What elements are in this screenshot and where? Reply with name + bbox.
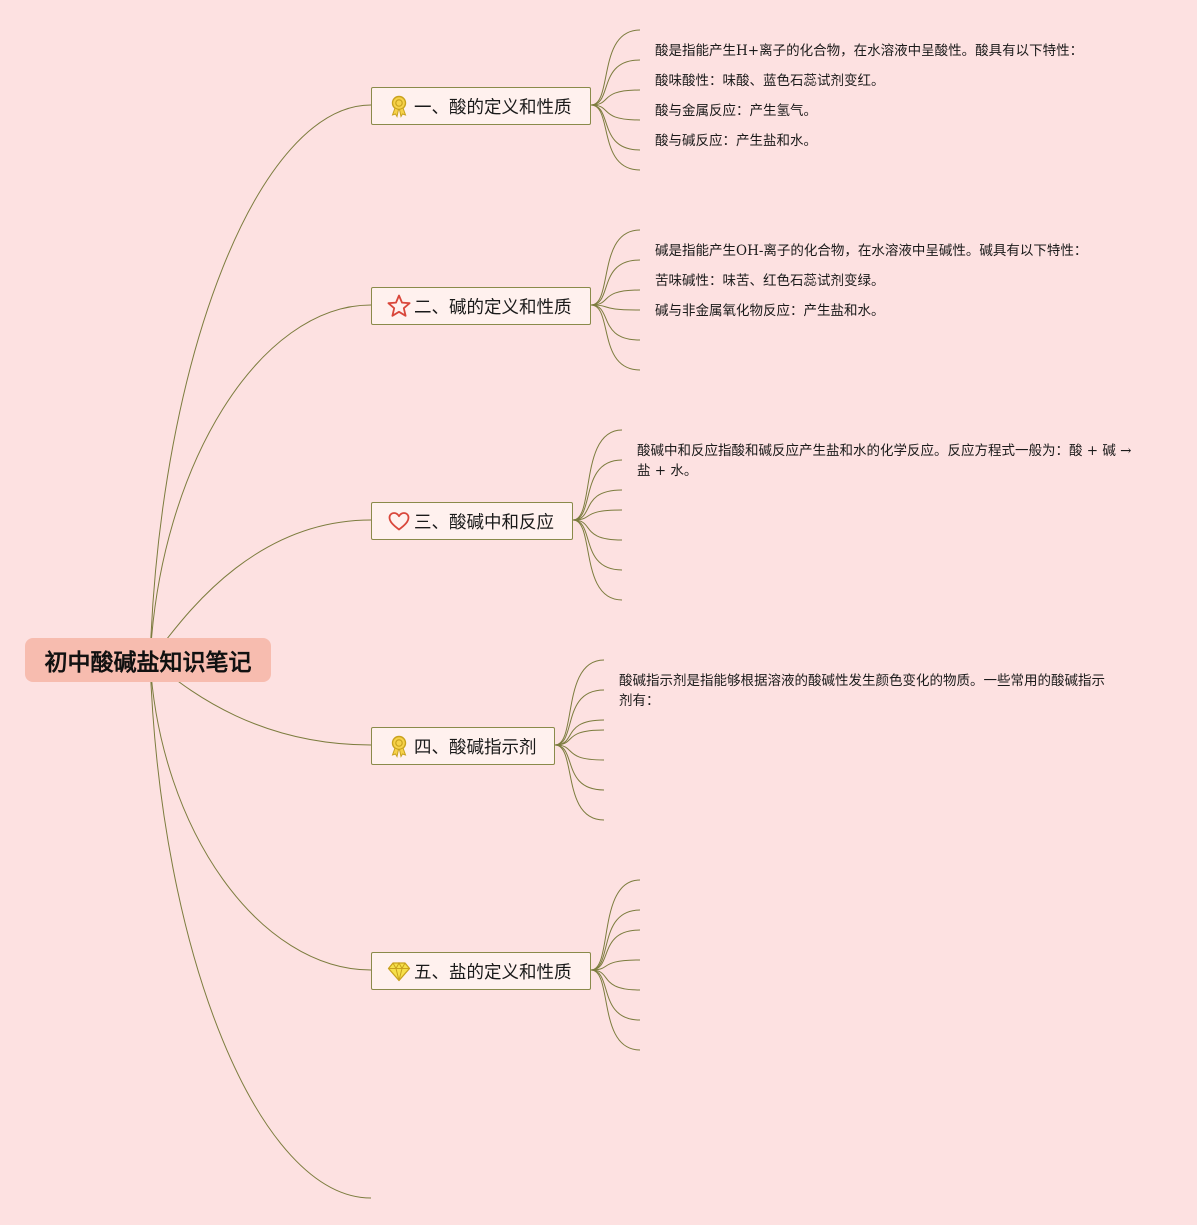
leaf-connector-2-5 (590, 304, 641, 341)
leaf-connector-5-7 (590, 969, 641, 1051)
leaf-connector-2-3 (590, 289, 641, 306)
leaf-connector-4-6 (554, 744, 605, 791)
note-acid-base: 酸与碱反应：产生盐和水。 (655, 133, 817, 149)
root-connector-1 (149, 104, 372, 661)
topic-acid-definition[interactable]: 一、酸的定义和性质 (371, 87, 591, 125)
root-topic[interactable]: 初中酸碱盐知识笔记 (25, 638, 271, 682)
leaf-connector-1-2 (590, 59, 641, 106)
ribbon-medal-icon (386, 733, 412, 759)
topic-indicators[interactable]: 四、酸碱指示剂 (371, 727, 555, 765)
star-icon (386, 293, 412, 319)
leaf-connector-2-4 (590, 304, 641, 311)
ribbon-medal-icon (386, 93, 412, 119)
topic-label: 一、酸的定义和性质 (414, 97, 572, 118)
leaf-connector-5-4 (590, 959, 641, 971)
root-connector-5 (149, 659, 372, 971)
note-neutralization: 酸碱中和反应指酸和碱反应产生盐和水的化学反应。反应方程式一般为：酸 + 碱 → … (637, 443, 1132, 479)
leaf-connector-3-6 (572, 519, 623, 571)
heart-icon (386, 508, 412, 534)
leaf-connector-2-6 (590, 304, 641, 371)
root-connector-6 (149, 659, 372, 1199)
note-base-oxide: 碱与非金属氧化物反应：产生盐和水。 (655, 303, 885, 319)
note-acid-taste: 酸味酸性：味酸、蓝色石蕊试剂变红。 (655, 73, 885, 89)
root-title: 初中酸碱盐知识笔记 (44, 650, 252, 676)
leaf-connector-2-1 (590, 229, 641, 306)
leaf-connector-5-1 (590, 879, 641, 971)
note-indicators: 酸碱指示剂是指能够根据溶液的酸碱性发生颜色变化的物质。一些常用的酸碱指示剂有： (619, 673, 1105, 709)
leaf-connector-5-2 (590, 909, 641, 971)
topic-label: 三、酸碱中和反应 (414, 512, 554, 533)
topic-neutralization[interactable]: 三、酸碱中和反应 (371, 502, 573, 540)
leaf-connector-4-5 (554, 744, 605, 761)
topic-base-definition[interactable]: 二、碱的定义和性质 (371, 287, 591, 325)
leaf-connector-3-4 (572, 509, 623, 521)
leaf-connector-3-2 (572, 459, 623, 521)
diamond-icon (386, 958, 412, 984)
leaf-connector-4-1 (554, 659, 605, 746)
topic-label: 二、碱的定义和性质 (414, 297, 572, 318)
note-acid-metal: 酸与金属反应：产生氢气。 (655, 103, 817, 119)
leaf-connector-3-1 (572, 429, 623, 521)
leaf-connector-4-2 (554, 689, 605, 746)
leaf-connector-3-7 (572, 519, 623, 601)
leaf-connector-5-5 (590, 969, 641, 991)
leaf-connector-1-4 (590, 104, 641, 121)
note-base-taste: 苦味碱性：味苦、红色石蕊试剂变绿。 (655, 273, 885, 289)
leaf-connector-1-3 (590, 89, 641, 106)
topic-salt-definition[interactable]: 五、盐的定义和性质 (371, 952, 591, 990)
leaf-connector-5-3 (590, 929, 641, 971)
topic-label: 四、酸碱指示剂 (414, 737, 537, 758)
leaf-connector-4-7 (554, 744, 605, 821)
leaf-connector-1-6 (590, 104, 641, 171)
root-connector-2 (149, 304, 372, 661)
note-acid-definition: 酸是指能产生H+离子的化合物，在水溶液中呈酸性。酸具有以下特性： (655, 43, 1084, 59)
leaf-connector-5-6 (590, 969, 641, 1021)
leaf-connector-3-5 (572, 519, 623, 541)
leaf-connector-4-4 (554, 729, 605, 746)
leaf-connector-1-1 (590, 29, 641, 106)
leaf-connector-1-5 (590, 104, 641, 151)
topic-label: 五、盐的定义和性质 (414, 962, 572, 983)
leaf-connector-2-2 (590, 259, 641, 306)
leaf-connector-3-3 (572, 489, 623, 521)
note-base-definition: 碱是指能产生OH-离子的化合物，在水溶液中呈碱性。碱具有以下特性： (655, 243, 1088, 259)
